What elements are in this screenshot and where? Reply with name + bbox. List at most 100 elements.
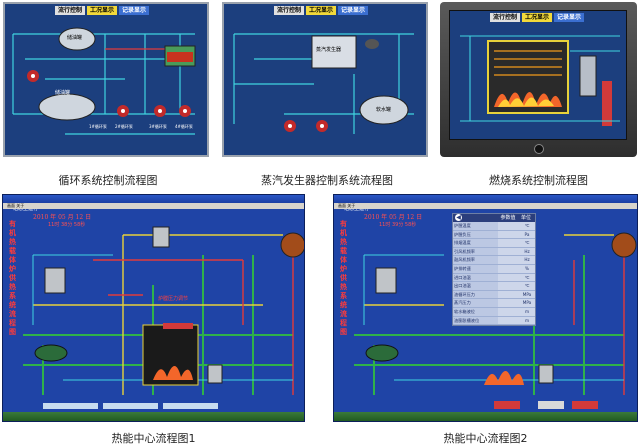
date-display: 2010 年 05 月 12 日	[33, 214, 92, 221]
table-row: 炉排转速%	[453, 264, 535, 274]
tab-record-display[interactable]: 记录显示	[119, 6, 150, 15]
window-title: 组态王运行	[13, 206, 39, 212]
table-row: 软水箱液位 m	[453, 307, 535, 317]
soft-water-tank	[359, 95, 409, 125]
param-name: 软水箱液位	[453, 307, 498, 316]
param-name: 出口油温	[453, 282, 498, 290]
param-name: 炉排转速	[453, 264, 498, 273]
pump-label-3: 3#循环泵	[149, 124, 167, 129]
param-value	[498, 299, 520, 307]
time-display: 11时 39分 58秒	[379, 222, 417, 228]
table-row: 蒸汽压力 MPa	[453, 299, 535, 308]
power-button[interactable]	[534, 144, 544, 154]
tab-status-display[interactable]: 工况显示	[306, 6, 337, 15]
table-header-value: 参数值	[500, 215, 516, 221]
param-name: 炉膛负压	[453, 230, 498, 239]
param-name: 油循环压力	[453, 290, 498, 299]
tab-record-display[interactable]: 记录显示	[338, 6, 369, 15]
param-value	[498, 239, 520, 247]
param-value	[498, 308, 520, 316]
control-button[interactable]	[538, 401, 564, 409]
steam-generator-label: 蒸汽发生器	[316, 47, 342, 53]
tab-status-display[interactable]: 工况显示	[522, 13, 553, 22]
caption-combustion: 燃烧系统控制流程图	[489, 174, 588, 187]
param-unit: MPa	[522, 291, 532, 297]
param-value	[498, 222, 520, 230]
circulation-control-screen: 流行控制 工况显示 记录显示 储油罐 储油罐 1#循环泵 2#循环泵 3#循环泵…	[3, 2, 209, 157]
param-unit: Hz	[524, 248, 530, 254]
param-value	[498, 256, 520, 264]
param-unit: ℃	[524, 283, 530, 289]
param-name: 鼓风机频率	[453, 256, 498, 264]
param-unit: %	[525, 265, 529, 271]
table-header-name: ◀	[453, 214, 497, 222]
param-unit: ℃	[524, 240, 530, 246]
caption-steam: 蒸汽发生器控制系统流程图	[261, 174, 393, 187]
param-value	[498, 317, 520, 325]
thermal-center-screen-2: 组态王运行 画面 关于 2010 年 05 月 12 日 11时 39分 58秒…	[333, 194, 638, 422]
time-display: 11时 38分 58秒	[48, 222, 86, 228]
steam-generator-screen: 流行控制 工况显示 记录显示 蒸汽发生器 软水罐	[222, 2, 428, 157]
vertical-title: 有机热载体炉供热系统流程图	[340, 220, 347, 336]
circulation-diagram	[12, 27, 196, 135]
combustion-diagram	[460, 35, 620, 126]
caption-center1: 热能中心流程图1	[111, 432, 196, 445]
param-unit: Hz	[524, 257, 530, 263]
window-titlebar: 组态王运行	[334, 195, 637, 212]
param-value	[498, 265, 520, 273]
stop-button[interactable]	[572, 401, 598, 409]
pump-label-4: 4#循环泵	[175, 124, 193, 129]
tab-flow-control[interactable]: 流行控制	[55, 6, 86, 15]
tab-flow-control[interactable]: 流行控制	[490, 13, 521, 22]
steam-diagram	[233, 33, 414, 134]
taskbar[interactable]	[334, 412, 637, 421]
table-row: 进口油温 ℃	[453, 273, 535, 283]
storage-tank-top-label: 储油罐	[67, 35, 83, 41]
storage-tank-top	[58, 27, 96, 51]
tab-status-display[interactable]: 工况显示	[87, 6, 118, 15]
furnace-pressure-label: 炉膛压力调节	[158, 296, 189, 302]
back-arrow-icon[interactable]: ◀	[455, 214, 462, 221]
combustion-screen: 流行控制 工况显示 记录显示	[449, 10, 627, 140]
param-name: 进口油温	[453, 273, 498, 282]
vertical-title: 有机热载体炉供热系统流程图	[9, 220, 16, 336]
param-value	[498, 274, 520, 282]
param-name: 引风机频率	[453, 247, 498, 256]
thermal-center-diagram-2	[354, 232, 637, 395]
table-header: ◀ 参数值 单位	[453, 214, 535, 222]
table-row: 油循环压力 MPa	[453, 290, 535, 300]
storage-tank-bottom-label: 储油罐	[55, 90, 71, 96]
param-name: 排烟温度	[453, 239, 498, 247]
param-name: 蒸汽压力	[453, 299, 498, 307]
thermal-center-screen-1: 组态王运行 画面 关于 2010 年 05 月 12 日 11时 38分 58秒…	[2, 194, 305, 422]
param-unit: m	[524, 308, 530, 314]
menu-bar[interactable]: 画面 关于	[334, 203, 637, 209]
tab-flow-control[interactable]: 流行控制	[274, 6, 305, 15]
param-unit: ℃	[524, 274, 530, 280]
caption-center2: 热能中心流程图2	[443, 432, 528, 445]
table-row: 炉膛温度 ℃	[453, 222, 535, 231]
taskbar[interactable]	[3, 412, 304, 421]
param-value	[498, 291, 520, 299]
soft-water-tank-label: 软水罐	[376, 107, 392, 113]
pump-label-1: 1#循环泵	[89, 124, 107, 129]
param-unit: MPa	[522, 300, 532, 306]
table-row: 排烟温度 ℃	[453, 239, 535, 248]
param-value	[498, 282, 520, 290]
window-titlebar: 组态王运行	[3, 195, 304, 212]
param-name: 炉膛温度	[453, 222, 498, 230]
tab-record-display[interactable]: 记录显示	[554, 13, 585, 22]
combustion-touch-panel: 流行控制 工况显示 记录显示	[440, 2, 637, 157]
param-value	[498, 248, 520, 256]
alarm-button[interactable]	[494, 401, 520, 409]
storage-tank-bottom	[38, 93, 96, 121]
param-unit: ℃	[524, 223, 530, 228]
table-row: 鼓风机频率 Hz	[453, 256, 535, 265]
param-name: 油膨胀槽液位	[453, 316, 498, 325]
steam-generator-vessel	[311, 35, 357, 69]
table-row: 出口油温 ℃	[453, 282, 535, 291]
menu-bar[interactable]: 画面 关于	[3, 203, 304, 209]
